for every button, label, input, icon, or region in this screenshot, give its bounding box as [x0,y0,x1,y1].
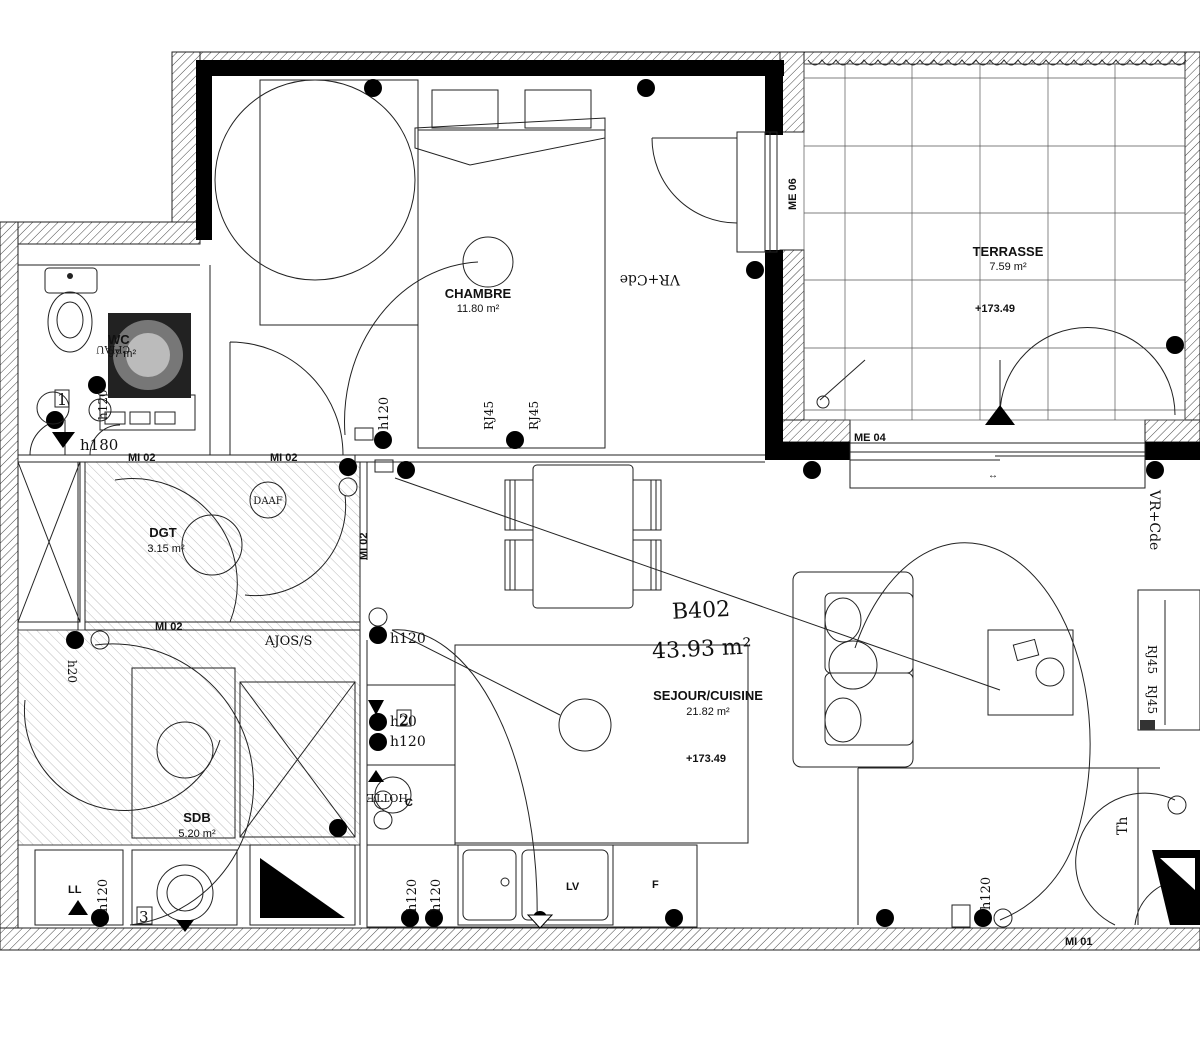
label-h120-wc: h120 [96,389,110,420]
level-sejour: +173.49 [686,753,726,765]
label-th: Th [1115,817,1131,835]
wc-room [29,267,196,456]
room-area-chambre: 11.80 m² [457,303,500,315]
room-name-sejour: SEJOUR/CUISINE [653,688,763,703]
unit-stamp: B402 43.93 m² [651,597,752,665]
label-h20-sdb: h20 [65,660,79,683]
room-area-sejour: 21.82 m² [686,706,730,718]
sofa [792,571,914,768]
label-h120-k2: h120 [405,879,420,912]
electrical-points [46,79,1184,927]
label-rj45-2: RJ45 [527,401,541,430]
room-chambre-label: CHAMBRE 11.80 m² [445,286,512,315]
terrace-door-swing [816,327,1176,425]
room-name-wc: WC [108,332,130,347]
room-area-wc: 97 m² [108,348,136,360]
label-h120-chambre: h120 [377,397,392,430]
label-h120-sejour: h120 [390,631,426,647]
annotation-labels: ME 06 ME 04 MI 02 MI 02 MI 02 MI 02 MI 0… [57,178,1162,948]
label-hotte: HOTTE [366,791,408,804]
stair-arrow [1152,850,1200,925]
label-mi01: MI 01 [1065,936,1093,948]
label-cpiau: CPIAU [96,343,130,354]
label-me04: ME 04 [854,432,887,444]
unit-area: 43.93 m² [651,634,752,664]
tv-unit [1137,589,1200,731]
living-arcs [391,477,1186,926]
room-name-terrasse: TERRASSE [973,244,1044,259]
room-name-sdb: SDB [183,810,210,825]
label-h120-sdb: h120 [96,879,111,912]
label-rj45-3: RJ45 [1145,645,1159,674]
label-ll: LL [68,884,82,896]
label-f: F [652,879,659,891]
label-mi02-d: MI 02 [155,621,183,633]
label-daaf: DAAF [253,496,282,507]
bedroom-door-swing [229,236,514,456]
label-h120-k3: h120 [429,879,444,912]
terrace-tiles [803,59,1187,421]
label-h120-k1: h120 [390,734,426,750]
kitchen-worktop [366,684,698,928]
label-ajos: AJOS/S [264,634,312,649]
label-me06: ME 06 [787,178,799,210]
sdb-room [23,643,356,926]
hatched-floor-dgt [84,461,361,631]
label-vr-cde-2: VR+Cde [1146,489,1162,550]
room-name-dgt: DGT [149,525,177,540]
label-n1: 1 [57,390,67,409]
kitchen-island [454,644,749,844]
label-lv: LV [566,881,580,893]
label-rj45-1: RJ45 [482,401,496,430]
room-dgt-label: DGT 3.15 m² [147,525,185,555]
room-area-terrasse: 7.59 m² [989,261,1027,273]
label-c: C [405,797,413,809]
label-h20: h20 [390,714,417,730]
unit-code: B402 [671,597,730,625]
label-mi02-a: MI 02 [128,452,156,464]
outlet-symbols [36,389,1187,932]
label-h180: h180 [80,436,118,454]
room-wc-label: WC 97 m² [108,332,136,360]
dgt-room [17,461,347,623]
label-h120-living: h120 [979,877,994,910]
room-area-dgt: 3.15 m² [147,543,185,555]
dining-table [504,464,662,609]
room-terrasse-label: TERRASSE 7.59 m² +173.49 [973,244,1044,315]
hatched-floor-sdb [17,629,361,846]
label-mi02-c: MI 02 [358,532,370,560]
label-n3: 3 [139,908,149,926]
level-terrasse: +173.49 [975,303,1015,315]
coffee-table [987,629,1074,716]
structural-walls [196,60,1200,460]
window-me04 [849,442,1146,489]
label-rj45-4: RJ45 [1145,685,1159,714]
room-sejour-label: SEJOUR/CUISINE 21.82 m² +173.49 [653,688,763,765]
room-area-sdb: 5.20 m² [178,828,216,840]
label-vr-cde-1: VR+Cde [620,271,681,287]
room-name-chambre: CHAMBRE [445,286,512,301]
label-slide-arrow: ↔ [988,470,998,481]
window-me06 [651,131,778,253]
label-mi02-b: MI 02 [270,452,298,464]
label-n2: 2 [399,710,409,729]
bedroom-wardrobe [214,79,419,326]
room-sdb-label: SDB 5.20 m² [178,810,216,840]
